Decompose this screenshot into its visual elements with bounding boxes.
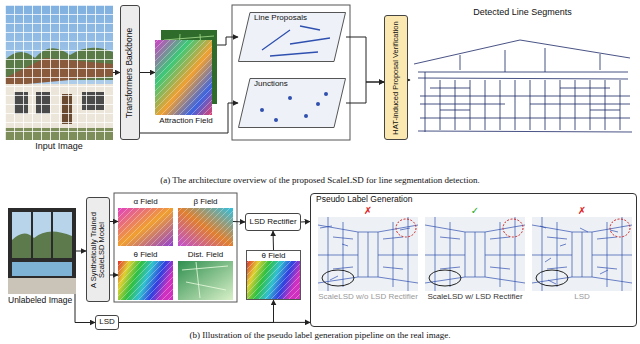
- theta-field: θ Field: [246, 250, 301, 300]
- arrow-connector: [346, 37, 384, 82]
- node-label: θ Field: [118, 250, 173, 260]
- node-label: A Synthetically Trained ScaleLSD Model: [90, 200, 107, 299]
- arrow-connector: [140, 72, 155, 73]
- arrow-connector: [233, 221, 245, 223]
- lsd-box: LSD: [95, 315, 119, 330]
- node-label: Attraction Field: [135, 117, 237, 126]
- node-label: LSD: [99, 318, 115, 327]
- result-image: ScaleLSD w/o LSD Rectifier: [318, 217, 418, 291]
- line-proposals-plane: Line Proposals: [238, 12, 346, 62]
- node-label: α Field: [118, 197, 173, 207]
- arrow-connector: [110, 221, 118, 222]
- node-label: Line Proposals: [254, 14, 307, 23]
- node-label: LSD: [532, 293, 632, 302]
- beta-field: β Field: [178, 197, 233, 246]
- result-image: ScaleLSD w/ LSD Rectifier: [425, 217, 525, 291]
- detected-lines-image: Detected Line Segments: [410, 20, 635, 140]
- node-label: Dist. Field: [178, 250, 233, 260]
- rectifier-box: LSD Rectifier: [245, 213, 301, 231]
- node-label: Detected Line Segments: [390, 8, 640, 18]
- alpha-field: α Field: [118, 197, 173, 246]
- arrow-connector: [217, 37, 238, 45]
- arrow-connector: [113, 72, 120, 73]
- backbone-box: Transformers Backbone: [120, 5, 140, 140]
- plane-outline: [239, 13, 346, 62]
- arrow-connector: [119, 300, 274, 323]
- arrow-connector: [408, 80, 410, 81]
- theta-field: θ Field: [118, 250, 173, 300]
- cross-mark: ✗: [362, 205, 374, 216]
- caption: (a) The architecture overview of the pro…: [0, 176, 640, 186]
- node-label: θ Field: [247, 251, 300, 261]
- node-label: HAT-induced Proposal Verification: [392, 18, 400, 137]
- verification-box: HAT-induced Proposal Verification: [384, 15, 408, 140]
- unlabeled-image: Unlabeled Image: [8, 208, 76, 294]
- node-label: Junctions: [254, 80, 288, 89]
- junctions-plane: Junctions: [238, 78, 346, 128]
- model-box: A Synthetically Trained ScaleLSD Model: [86, 197, 110, 302]
- check-mark: ✓: [469, 205, 481, 216]
- arrow-connector: [273, 231, 275, 250]
- node-label: Unlabeled Image: [8, 296, 72, 305]
- node-label: LSD Rectifier: [249, 218, 296, 227]
- panel-title: Pseudo Label Generation: [316, 195, 412, 204]
- arrow-connector: [110, 275, 118, 276]
- arrow-connector: [301, 221, 310, 223]
- attraction-field-image: Attraction Field: [155, 30, 217, 115]
- plane-outline: [239, 79, 346, 128]
- cross-mark: ✗: [576, 205, 588, 216]
- node-label: β Field: [178, 197, 233, 207]
- node-label: ScaleLSD w/o LSD Rectifier: [318, 293, 418, 302]
- node-label: Transformers Backbone: [125, 8, 134, 137]
- arrow-connector: [76, 251, 86, 252]
- result-image: LSD: [532, 217, 632, 291]
- dist-field: Dist. Field: [178, 250, 233, 300]
- arrow-connector: [346, 82, 384, 103]
- caption: (b) Illustration of the pseudo label gen…: [0, 331, 640, 341]
- node-label: ScaleLSD w/ LSD Rectifier: [425, 293, 525, 302]
- node-label: Input Image: [0, 142, 133, 152]
- arrow-connector: [119, 322, 310, 323]
- input-image: Input Image: [5, 5, 113, 140]
